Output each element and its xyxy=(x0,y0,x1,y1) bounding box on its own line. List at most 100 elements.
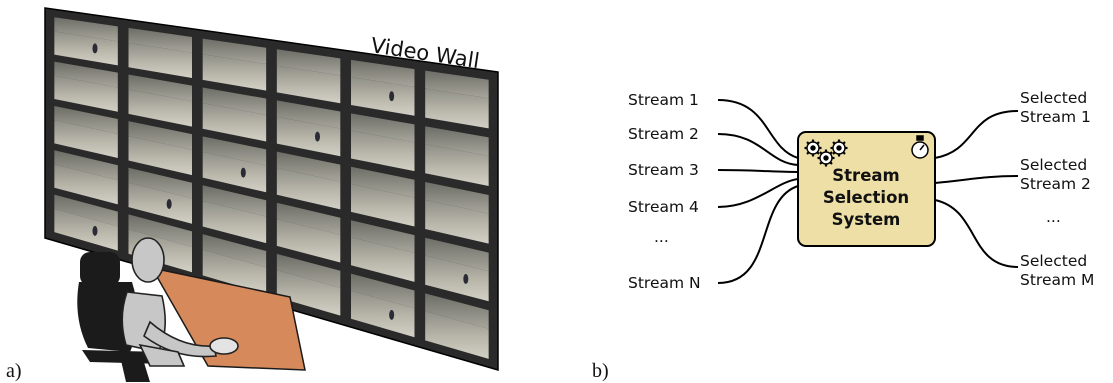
camera-feed-upper xyxy=(128,74,192,102)
camera-feed-floor xyxy=(351,130,415,172)
camera-feed-floor xyxy=(202,103,267,142)
camera-feed-upper xyxy=(54,17,118,42)
camera-feed-upper xyxy=(425,181,489,214)
input-stream-1: Stream 1 xyxy=(628,91,699,109)
camera-feed-floor xyxy=(128,182,192,224)
camera-feed-person xyxy=(389,91,395,102)
output-m-line-2: Stream M xyxy=(1020,271,1094,289)
camera-feed-upper xyxy=(351,273,415,309)
camera-feed-upper xyxy=(128,27,192,53)
camera-feed-floor xyxy=(425,199,489,244)
camera-feed-upper xyxy=(276,253,341,288)
output-1-line-2: Stream 1 xyxy=(1020,108,1091,126)
gear-tooth xyxy=(816,141,820,145)
camera-feed-upper xyxy=(276,100,341,129)
stopwatch-icon xyxy=(911,135,929,159)
input-stream-3: Stream 3 xyxy=(628,161,699,179)
gears-icon xyxy=(804,139,848,167)
camera-feed-upper xyxy=(54,105,118,134)
camera-feed-floor xyxy=(202,200,267,244)
gear-tooth xyxy=(806,151,810,155)
gear-tooth xyxy=(842,141,846,145)
camera-feed-floor xyxy=(202,54,267,91)
camera-feed-upper xyxy=(276,49,341,76)
camera-feed-floor xyxy=(276,270,341,316)
camera-feed-upper xyxy=(425,70,489,99)
box-title-line-2: Selection xyxy=(823,188,909,207)
camera-feed-floor xyxy=(54,75,118,112)
input-stream-2: Stream 2 xyxy=(628,125,699,143)
gear-tooth xyxy=(819,161,823,165)
camera-feed-upper xyxy=(128,214,192,247)
camera-feed-person xyxy=(166,198,172,209)
desk xyxy=(150,266,306,371)
camera-feed-floor xyxy=(351,290,415,338)
camera-feed-upper xyxy=(425,237,489,272)
camera-feed-floor xyxy=(276,167,341,210)
camera-feed-upper xyxy=(128,167,192,199)
camera-feed-floor xyxy=(128,89,192,127)
input-stream-4: Stream 4 xyxy=(628,198,699,216)
camera-feed-floor xyxy=(425,88,489,129)
camera-feed-person xyxy=(92,225,98,236)
camera-feed-upper xyxy=(351,59,415,87)
gear-tooth xyxy=(832,151,836,155)
panel-b: Stream Selection System Stream 1 Stream … xyxy=(592,89,1094,382)
gear-tooth xyxy=(842,151,846,155)
gear-tooth xyxy=(829,161,833,165)
camera-feed-upper xyxy=(351,166,415,198)
output-m-line-1: Selected xyxy=(1020,252,1087,270)
camera-feed-person xyxy=(314,131,320,142)
camera-feed-upper xyxy=(128,121,192,150)
camera-feed-floor xyxy=(351,237,415,282)
camera-feed-floor xyxy=(54,31,118,66)
camera-feed-upper xyxy=(276,151,341,182)
camera-feed-floor xyxy=(128,136,192,176)
output-ellipsis: ... xyxy=(1046,208,1061,226)
camera-feed-floor xyxy=(276,219,341,263)
camera-feed-floor xyxy=(54,120,118,159)
camera-feed-floor xyxy=(351,77,415,116)
camera-feed-upper xyxy=(202,38,267,65)
camera-feed-floor xyxy=(425,144,489,187)
camera-feed-floor xyxy=(202,152,267,193)
camera-feed-floor xyxy=(425,311,489,359)
output-1-line-1: Selected xyxy=(1020,89,1087,107)
camera-feed-upper xyxy=(202,87,267,115)
camera-feed-floor xyxy=(54,208,118,251)
camera-feed-upper xyxy=(276,202,341,235)
camera-feed-upper xyxy=(425,126,489,156)
output-2-line-2: Stream 2 xyxy=(1020,175,1091,193)
input-stream-n: Stream N xyxy=(628,274,701,292)
panel-a-label: a) xyxy=(6,360,22,382)
gear-tooth xyxy=(819,151,823,155)
video-wall xyxy=(44,7,499,371)
gear-tooth xyxy=(806,141,810,145)
camera-feed-floor xyxy=(128,42,192,79)
camera-feed-floor xyxy=(54,164,118,205)
camera-feed-floor xyxy=(202,249,267,294)
camera-feed-upper xyxy=(202,234,267,268)
gear-tooth xyxy=(829,151,833,155)
video-wall-tiles xyxy=(54,17,489,359)
camera-feed-person xyxy=(240,167,246,178)
stream-selection-system-box xyxy=(797,131,936,247)
box-title-line-1: Stream xyxy=(832,166,899,185)
panel-a: Video Wall a) xyxy=(6,7,499,382)
camera-feed-upper xyxy=(54,61,118,88)
operator-figure xyxy=(121,237,239,367)
chair xyxy=(77,252,166,382)
gear-tooth xyxy=(816,151,820,155)
camera-feed-floor xyxy=(276,65,341,104)
input-connectors xyxy=(717,99,799,284)
camera-feed-upper xyxy=(202,136,267,166)
camera-feed-upper xyxy=(54,150,118,181)
camera-feed-upper xyxy=(54,194,118,227)
box-title-line-3: System xyxy=(832,210,901,229)
camera-feed-person xyxy=(92,43,98,54)
camera-feed-upper xyxy=(351,113,415,143)
gear-tooth xyxy=(832,141,836,145)
input-ellipsis: ... xyxy=(654,228,669,246)
panel-b-label: b) xyxy=(592,360,609,382)
